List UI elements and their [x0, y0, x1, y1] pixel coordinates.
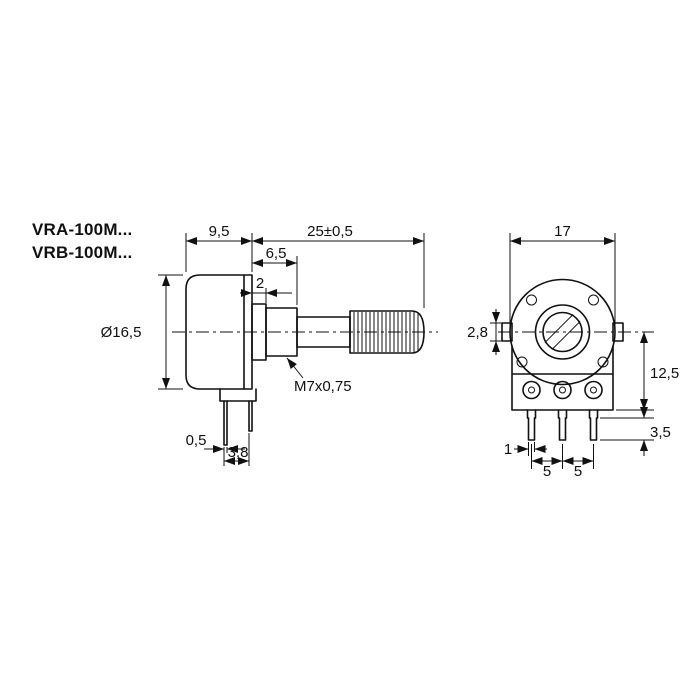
dim-tab-height-label: 2,8 — [467, 324, 488, 341]
terminal-1-hole — [528, 386, 535, 394]
front-view-outline — [498, 278, 654, 441]
dim-pin-thickness-label: 0,5 — [186, 432, 207, 449]
dim-shaft-length: 25±0,5 — [252, 223, 424, 245]
extension-lines-front — [490, 233, 654, 469]
dim-pin-pitch-right-label: 5 — [574, 463, 582, 480]
solder-lug-base — [219, 388, 257, 402]
pin-3 — [588, 409, 599, 441]
dim-body-diameter: Ø16,5 — [101, 275, 170, 389]
terminal-1-outer — [522, 380, 541, 400]
model-name-vra: VRA-100M... — [32, 220, 133, 239]
rivet-bottom-left — [516, 356, 528, 368]
dim-shaft-length-label: 25±0,5 — [307, 223, 353, 240]
dim-body-width: 17 — [510, 223, 615, 245]
dim-pin-thickness: 0,5 — [186, 432, 245, 453]
dim-bushing-length-label: 6,5 — [266, 245, 287, 262]
dim-pin-width-label: 1 — [504, 441, 512, 458]
front-view: 17 2,8 12,5 3,5 — [467, 223, 679, 480]
side-view-outline — [172, 274, 438, 446]
model-name-vrb: VRB-100M... — [32, 243, 133, 262]
dim-pin-spacing: 3,8 — [224, 444, 249, 465]
dim-thread: M7x0,75 — [286, 357, 352, 395]
pins — [526, 409, 599, 441]
dim-thread-label: M7x0,75 — [294, 378, 352, 395]
shaft-slot — [544, 314, 581, 350]
terminal-2-hole — [559, 386, 566, 394]
lower-housing — [511, 345, 614, 411]
pot-body-side — [185, 274, 253, 390]
rivet-top-left — [526, 294, 537, 306]
side-view: 9,5 25±0,5 6,5 2 — [101, 223, 438, 466]
dim-body-depth-label: 9,5 — [209, 223, 230, 240]
pin-2 — [557, 409, 568, 441]
dim-pin-width: 1 — [504, 441, 547, 458]
rivet-top-right — [588, 294, 599, 306]
dim-pin-pitch-left: 5 — [531, 457, 563, 480]
dim-center-to-bottom-label: 12,5 — [650, 365, 679, 382]
terminal-2-outer — [553, 380, 572, 400]
dim-collar-width-label: 2 — [256, 275, 264, 292]
dim-pin-tip-length: 3,5 — [640, 402, 671, 456]
solder-pin-front — [223, 400, 228, 446]
dim-collar-width: 2 — [240, 275, 292, 297]
terminals — [522, 380, 603, 400]
solder-pin-rear — [248, 400, 253, 432]
dim-body-width-label: 17 — [554, 223, 571, 240]
dim-bushing-length: 6,5 — [252, 245, 297, 267]
dim-pin-pitch-left-label: 5 — [543, 463, 551, 480]
rivet-bottom-right — [597, 356, 609, 368]
pin-1 — [526, 409, 537, 441]
knurl-lines — [353, 312, 419, 352]
terminal-3-hole — [590, 386, 597, 394]
dim-body-depth: 9,5 — [186, 223, 252, 245]
dim-pin-spacing-label: 3,8 — [228, 444, 249, 461]
dim-body-diameter-label: Ø16,5 — [101, 324, 142, 341]
rivets — [516, 294, 609, 368]
terminal-3-outer — [584, 380, 603, 400]
dim-pin-tip-length-label: 3,5 — [650, 424, 671, 441]
dim-pin-pitch-right: 5 — [562, 457, 594, 480]
title-block: VRA-100M... VRB-100M... — [32, 218, 132, 264]
dim-center-to-bottom: 12,5 — [640, 332, 679, 410]
side-view-dimensions: 9,5 25±0,5 6,5 2 — [101, 223, 425, 466]
front-view-dimensions: 17 2,8 12,5 3,5 — [467, 223, 679, 480]
dim-tab-height: 2,8 — [467, 309, 500, 355]
